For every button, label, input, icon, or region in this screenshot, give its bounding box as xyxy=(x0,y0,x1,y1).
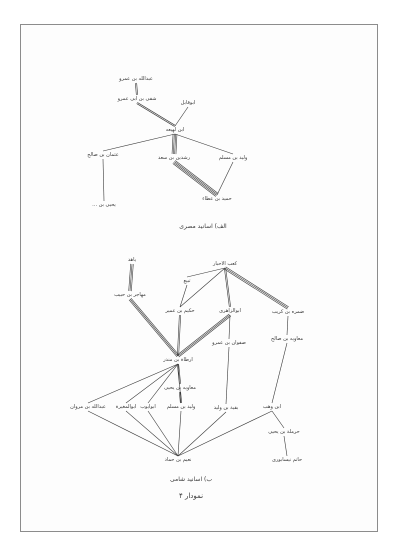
edge-ibn_lahia-rishdin xyxy=(175,134,178,155)
edge-rishdin-hamid_ata xyxy=(174,161,218,195)
edge-abu_zahiri-artat xyxy=(177,314,231,357)
edge-walid_muslim-hamid_ata xyxy=(216,161,234,196)
node-uthman-salih: عثمان بن صالح xyxy=(87,152,118,158)
node-abu-qabil: ابوقابل xyxy=(181,100,195,106)
node-kaab: کعب الاحبار xyxy=(212,261,238,267)
edge-rishdin-hamid_ata xyxy=(175,160,219,194)
edge-ibn_lahia-uthman_salih xyxy=(102,133,176,152)
node-muhajir: مهاجر بن حبیب xyxy=(114,292,146,298)
node-yaahad: یاهد xyxy=(128,257,137,263)
edge-walid_muslim_b-nuaym xyxy=(177,410,182,457)
node-tabi: تبیع xyxy=(183,278,191,284)
node-nuaym: نعیم بن حماد xyxy=(165,457,192,463)
node-hamid-ata: حمید بن عطاء xyxy=(202,196,231,202)
edge-yaahad-muhajir xyxy=(129,263,133,292)
edge-abdallah_amr-shafi xyxy=(135,83,137,96)
node-walid-muslim: ولید بن مسلم xyxy=(219,155,248,161)
diagram-a-edges xyxy=(102,82,234,202)
node-ibn-lahia: ابن لهیعه xyxy=(166,127,185,133)
edge-rishdin-hamid_ata xyxy=(173,162,217,196)
edge-kaab-damra xyxy=(224,267,289,309)
diagram-b-caption: ب) اسانید شامی xyxy=(170,476,212,483)
edge-safwan-baqiyya xyxy=(225,346,230,405)
node-walid-muslim-b: ولید بن مسلم xyxy=(167,404,196,410)
figure-label: نمودار ۴ xyxy=(179,492,203,500)
edge-abu_mughira-nuaym xyxy=(125,410,179,457)
edge-baqiyya-nuaym xyxy=(177,411,227,457)
edge-artat-abu_ayyub xyxy=(147,363,179,404)
edge-kaab-tabi xyxy=(186,267,226,278)
node-hakim: حکیم بن عمیر xyxy=(164,308,194,314)
edge-kaab-damra xyxy=(225,266,289,308)
edge-hakim-artat xyxy=(177,314,180,356)
edge-shafi-ibn_lahia xyxy=(137,102,176,126)
diagram-a-caption: الف) اسانید مصری xyxy=(179,223,227,230)
edge-rishdin-hamid_ata xyxy=(172,163,216,197)
node-abdallah-marwan: عبدالله بن مروان xyxy=(70,404,106,410)
edge-kaab-damra xyxy=(224,268,288,310)
node-muawiya-salih: معاویه بن صالح xyxy=(271,336,303,342)
diagram-a-nodes: عبدالله بن عمرو شفی بن ابی عمرو ابوقابل ابن… xyxy=(87,76,248,208)
edge-damra-muawiya_salih xyxy=(286,315,289,336)
edge-muhajir-artat xyxy=(129,298,179,357)
node-abdallah-amr: عبدالله بن عمرو xyxy=(118,76,153,82)
node-abu-ayyub: ابوایوب xyxy=(140,404,155,410)
edge-artat-muawiya_yahya xyxy=(178,363,181,384)
edge-muawiya_yahya-walid_muslim_b xyxy=(179,392,181,404)
node-yahya: یحیی بن … xyxy=(92,202,116,208)
edge-muhajir-artat xyxy=(128,299,178,358)
node-shafi: شفی بن ابی عمرو xyxy=(117,96,157,102)
edge-kaab-abu_zahiri xyxy=(224,268,230,308)
edge-yaahad-muhajir xyxy=(130,264,134,292)
edge-artat-walid_muslim_b xyxy=(177,363,182,404)
edge-tabi-hakim xyxy=(179,284,188,308)
edge-abu_zahiri-artat xyxy=(177,313,230,356)
node-rishdin: رشدین بن سعد xyxy=(158,155,191,161)
paper-sheet xyxy=(20,24,378,532)
node-ibn-wahb: ابن وهب xyxy=(263,404,281,410)
edge-kaab-abu_zahiri xyxy=(225,267,231,307)
edge-uthman_salih-yahya xyxy=(102,158,105,202)
edge-artat-abu_mughira xyxy=(125,363,179,404)
node-baqiyya: بقیة بن ولید xyxy=(214,405,239,411)
node-hatim: حاتم نیسابوری xyxy=(272,457,302,463)
node-abu-zahiri: ابوالزاهری xyxy=(219,308,241,314)
diagram-b-edges xyxy=(87,263,289,457)
edge-abu_qabil-ibn_lahia xyxy=(174,106,189,127)
edge-kaab-hakim xyxy=(179,267,226,308)
edge-artat-abdallah_marwan xyxy=(87,363,179,404)
edge-muawiya_yahya-walid_muslim_b xyxy=(180,391,182,403)
node-damra: ضمره بن کریب xyxy=(272,309,304,315)
edge-ibn_lahia-rishdin xyxy=(171,133,174,154)
node-artat: ارطاة بن منذر xyxy=(162,357,193,363)
edge-ibn_lahia-rishdin xyxy=(173,133,175,154)
edge-harmala-hatim xyxy=(283,435,288,457)
edge-abu_zahiri-artat xyxy=(178,315,231,358)
edge-ibn_lahia-walid_muslim xyxy=(174,133,234,155)
edge-hakim-artat xyxy=(178,315,181,357)
edge-ibn_wahb-harmala xyxy=(271,410,285,429)
edge-yaahad-muhajir xyxy=(128,263,132,291)
edge-muawiya_salih-ibn_wahb xyxy=(271,342,288,404)
edge-abdallah_amr-shafi xyxy=(136,82,138,95)
edge-shafi-ibn_lahia xyxy=(136,103,175,127)
diagram-b-nodes: یاهد کعب الاحبار تبیع مهاجر بن حبیب حکیم بن … xyxy=(70,257,304,463)
node-safwan: صفوان بن عمرو xyxy=(211,340,246,346)
node-harmala: حرملة بن یحیی xyxy=(268,429,300,435)
node-muawiya-yahya: معاویه بن یحیی xyxy=(164,385,196,391)
edge-ibn_lahia-rishdin xyxy=(174,134,176,155)
edge-abdallah_marwan-nuaym xyxy=(87,410,179,457)
edge-ibn_wahb-nuaym xyxy=(177,410,273,457)
edge-abu_ayyub-nuaym xyxy=(147,410,179,457)
edge-abu_zahiri-safwan xyxy=(228,314,231,340)
node-abu-mughira: ابوالمغیرة xyxy=(116,404,136,410)
edge-muhajir-artat xyxy=(130,297,180,356)
